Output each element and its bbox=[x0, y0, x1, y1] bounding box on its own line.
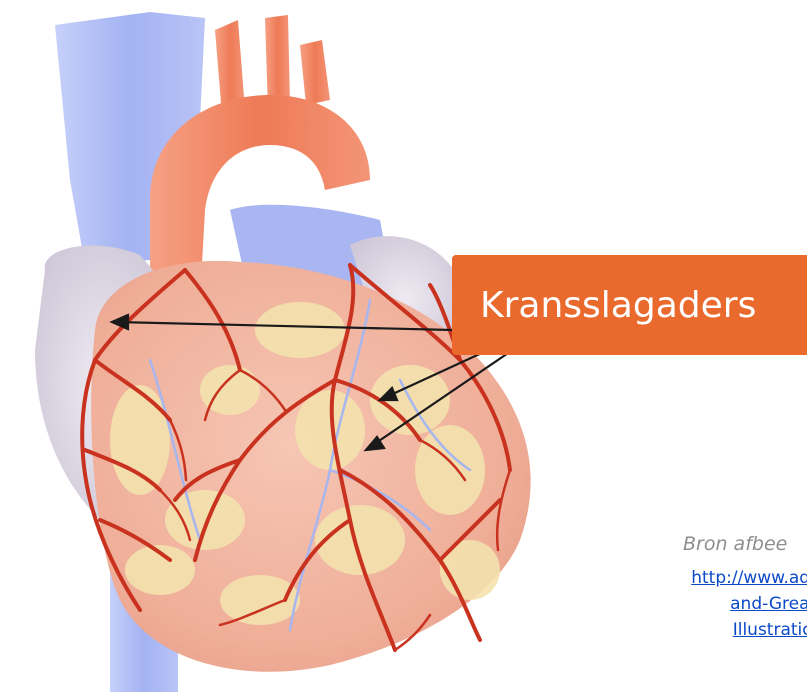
aortic-branch-3 bbox=[300, 40, 330, 105]
source-link-line-2[interactable]: and-Great-Vess bbox=[570, 591, 807, 617]
image-source: Bron afbee http://www.adamima and-Great-… bbox=[560, 533, 807, 643]
kransslagaders-callout: Kransslagaders bbox=[452, 255, 807, 355]
source-title: Bron afbee bbox=[683, 533, 787, 555]
source-link[interactable]: http://www.adamima and-Great-Vess Illust… bbox=[570, 565, 807, 643]
source-link-line-1[interactable]: http://www.adamima bbox=[570, 565, 807, 591]
callout-label: Kransslagaders bbox=[452, 285, 756, 326]
source-link-line-3[interactable]: Illustration/PI1 bbox=[570, 617, 807, 643]
